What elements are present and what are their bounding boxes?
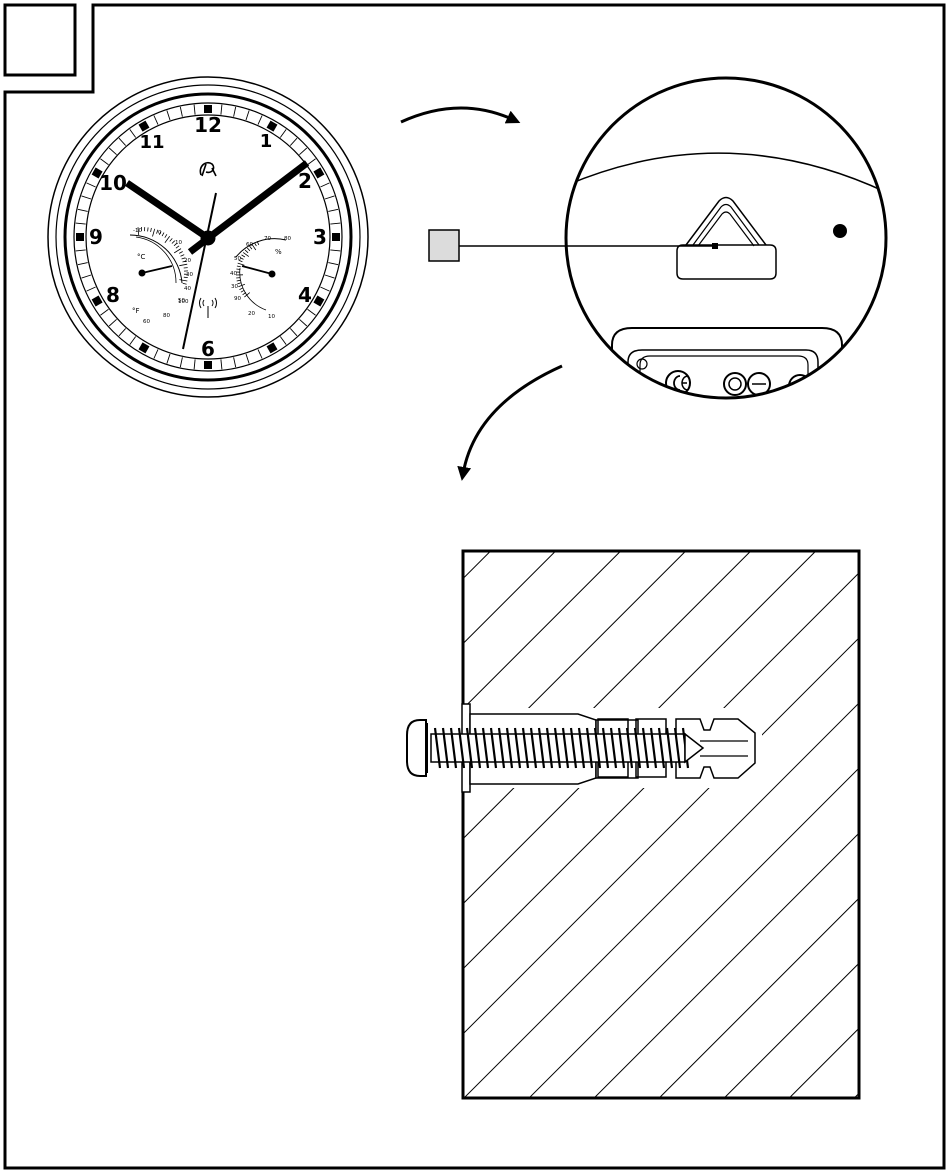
curved-arrow-down-icon <box>463 366 562 474</box>
brand-logo-icon <box>200 163 216 176</box>
numeral-3: 3 <box>313 225 327 249</box>
humidity-tick-40: 40 <box>230 271 237 277</box>
celsius-tick-20: 20 <box>184 258 191 264</box>
numeral-4: 4 <box>298 283 312 307</box>
wall-section <box>407 551 859 1098</box>
numeral-1: 1 <box>260 131 273 152</box>
humidity-tick-50: 50 <box>234 256 241 262</box>
numeral-8: 8 <box>106 283 120 307</box>
humidity-tick-90: 90 <box>234 296 241 302</box>
clock-back-detail <box>560 78 892 400</box>
humidity-tick-20: 20 <box>248 311 255 317</box>
callout-label-box <box>429 230 459 261</box>
curved-arrow-icon <box>401 108 514 122</box>
fahrenheit-unit-label: °F <box>132 307 140 315</box>
fahrenheit-tick-60: 60 <box>143 319 150 325</box>
radio-signal-icon <box>199 298 216 318</box>
numeral-11: 11 <box>139 132 164 153</box>
humidity-tick-60: 60 <box>246 242 253 248</box>
celsius-tick-0: 0 <box>158 230 162 236</box>
humidity-unit-label: % <box>275 248 282 256</box>
numeral-6: 6 <box>201 337 215 361</box>
fahrenheit-tick-100: 100 <box>178 299 189 305</box>
celsius-tick-minus10: -10 <box>133 228 142 234</box>
thermometer-dial: °C °F -10 0 10 20 30 40 50 60 80 100 <box>130 227 193 325</box>
celsius-unit-label: °C <box>137 253 146 261</box>
humidity-tick-80: 80 <box>284 236 291 242</box>
clock-hands <box>127 163 307 349</box>
humidity-tick-70: 70 <box>264 236 271 242</box>
celsius-tick-10: 10 <box>175 240 182 246</box>
step-number-box <box>5 5 75 75</box>
numeral-12: 12 <box>194 113 222 137</box>
celsius-tick-40: 40 <box>184 286 191 292</box>
callout <box>429 230 718 261</box>
humidity-tick-30: 30 <box>231 284 238 290</box>
hygrometer-dial: % 30 40 50 60 70 80 90 10 20 <box>230 236 291 320</box>
humidity-tick-10: 10 <box>268 314 275 320</box>
numeral-9: 9 <box>89 225 103 249</box>
celsius-tick-30: 30 <box>186 272 193 278</box>
clock-front: 12 1 2 3 4 6 8 9 10 11 °C °F -10 0 10 20… <box>48 77 368 397</box>
numeral-10: 10 <box>99 171 127 195</box>
fahrenheit-tick-80: 80 <box>163 313 170 319</box>
